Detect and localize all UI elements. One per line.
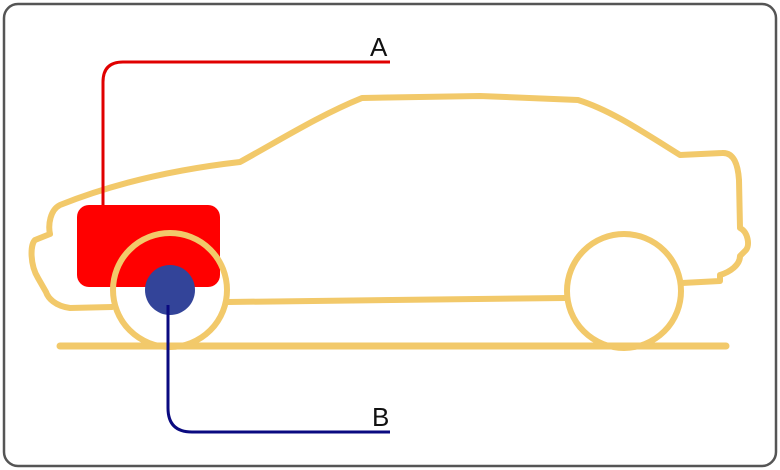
- component-a-block: [77, 205, 220, 287]
- rear-wheel: [564, 231, 684, 351]
- component-b-dot: [145, 265, 195, 315]
- front-wheel: [110, 230, 230, 350]
- leader-line-a: [101, 60, 390, 205]
- car-body-outline: [28, 93, 751, 311]
- car-sill-line: [225, 295, 568, 305]
- label-b: B: [372, 402, 389, 432]
- label-a: A: [370, 32, 388, 62]
- leader-line-b: [166, 305, 390, 434]
